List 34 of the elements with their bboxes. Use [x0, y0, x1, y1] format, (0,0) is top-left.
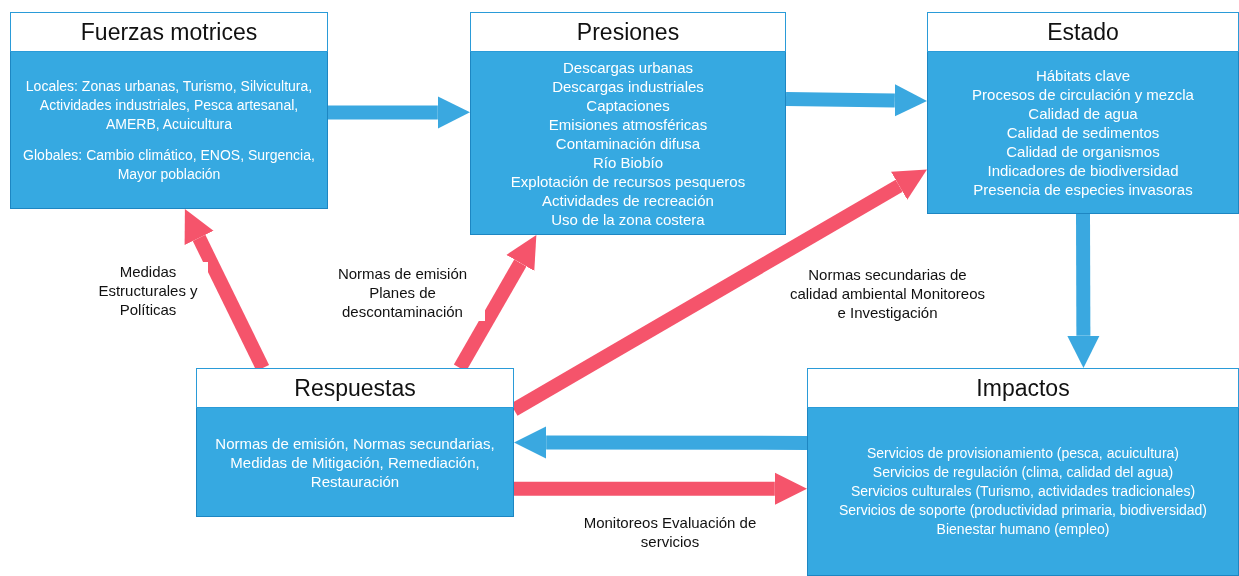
- body-text: Descargas industriales: [552, 76, 704, 96]
- body-text: Servicios de regulación (clima, calidad del agua): [872, 463, 1174, 482]
- body-text: Uso de la zona costera: [551, 209, 705, 229]
- body-text: Bienestar humano (empleo): [936, 520, 1110, 539]
- body-text: Calidad de agua: [1028, 104, 1138, 123]
- panel-heading: Presiones: [470, 12, 786, 52]
- body-text: Presencia de especies invasoras: [973, 180, 1193, 199]
- body-text: Explotación de recursos pesqueros: [510, 171, 746, 191]
- block-arrow: [514, 472, 807, 505]
- body-text: Servicios culturales (Turismo, actividades tradicionales): [850, 482, 1196, 501]
- body-text: Calidad de sedimentos: [1006, 123, 1160, 142]
- body-text: Captaciones: [586, 95, 670, 115]
- body-text: Indicadores de biodiversidad: [987, 161, 1179, 180]
- body-text: Hábitats clave: [1035, 66, 1131, 85]
- body-text: Contaminación difusa: [555, 133, 701, 153]
- body-text: Servicios de provisionamiento (pesca, acuicultura): [866, 444, 1179, 463]
- body-text: Procesos de circulación y mezcla: [972, 85, 1194, 104]
- block-arrow: [328, 96, 470, 129]
- body-text: Actividades de recreación: [542, 190, 714, 210]
- body-text: Descargas urbanas: [562, 57, 694, 77]
- panel-heading: Impactos: [807, 368, 1239, 408]
- body-text: Calidad de organismos: [1006, 142, 1160, 161]
- body-text: Globales: Cambio climático, ENOS, Surgencia, Mayor población: [22, 145, 316, 184]
- block-arrow: [1067, 213, 1100, 368]
- body-text: Servicios de soporte (productividad primaria, biodiversidad): [838, 501, 1208, 520]
- panel-heading: Respuestas: [196, 368, 514, 408]
- block-arrow: [514, 426, 807, 459]
- body-text: Río Biobío: [592, 152, 663, 172]
- body-text: Locales: Zonas urbanas, Turismo, Silvicultura, Actividades industriales, Pesca artesanal, AMERB, Acuicultura: [24, 76, 314, 134]
- body-text: Emisiones atmosféricas: [548, 114, 708, 134]
- body-text: Normas de emisión, Normas secundarias, Medidas de Mitigación, Remediación, Restauración: [214, 433, 496, 491]
- panel-heading: Fuerzas motrices: [10, 12, 328, 52]
- block-arrow: [785, 84, 927, 117]
- panel-heading: Estado: [927, 12, 1239, 52]
